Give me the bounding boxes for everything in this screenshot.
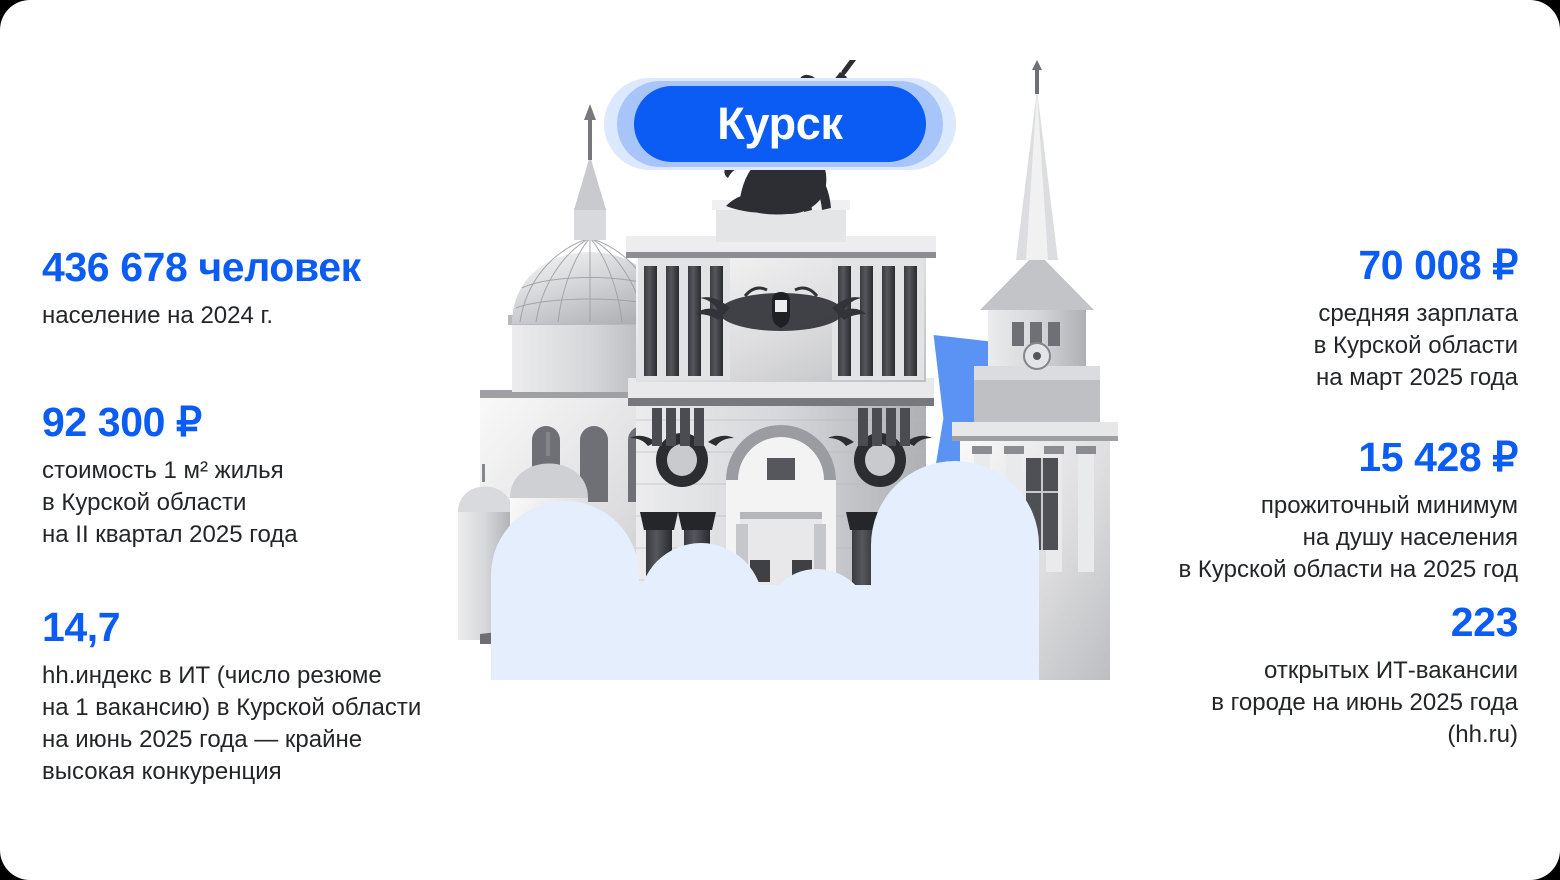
stat-average-salary-description: средняя зарплата в Курской области на ма… xyxy=(1313,299,1518,392)
stat-population-value: 436 678 человек xyxy=(42,244,361,290)
stat-living-wage-value: 15 428 ₽ xyxy=(1358,434,1518,480)
stat-average-salary: 70 008 ₽ средняя зарплата в Курской обла… xyxy=(998,242,1519,394)
stat-it-vacancies: 223 открытых ИТ-вакансии в городе на июн… xyxy=(998,599,1519,751)
stat-population: 436 678 человек население на 2024 г. xyxy=(42,244,562,332)
stat-living-wage: 15 428 ₽ прожиточный минимум на душу нас… xyxy=(998,434,1519,586)
city-name: Курск xyxy=(717,98,843,149)
stat-it-vacancies-value: 223 xyxy=(1450,599,1519,645)
stat-it-vacancies-description: открытых ИТ-вакансии в городе на июнь 20… xyxy=(1211,656,1518,749)
stat-average-salary-value: 70 008 ₽ xyxy=(1358,242,1518,288)
city-artwork: Курск xyxy=(440,60,1120,680)
stat-living-wage-description: прожиточный минимум на душу населения в … xyxy=(1178,491,1518,584)
stat-housing-price: 92 300 ₽ стоимость 1 м² жилья в Курской … xyxy=(42,399,562,551)
stat-population-description: население на 2024 г. xyxy=(42,301,273,329)
wreath-medallion xyxy=(630,433,932,487)
stat-housing-price-description: стоимость 1 м² жилья в Курской области н… xyxy=(42,456,298,549)
badge-pill: Курск xyxy=(634,86,926,162)
stat-housing-price-value: 92 300 ₽ xyxy=(42,399,202,445)
cloud-shape xyxy=(491,461,1039,680)
stat-hh-index-value: 14,7 xyxy=(42,604,121,650)
coat-of-arms-relief xyxy=(696,286,866,331)
stat-hh-index: 14,7 hh.индекс в ИТ (число резюме на 1 в… xyxy=(42,604,562,789)
city-badge: Курск xyxy=(604,78,956,170)
stat-hh-index-description: hh.индекс в ИТ (число резюме на 1 ваканс… xyxy=(42,661,422,786)
